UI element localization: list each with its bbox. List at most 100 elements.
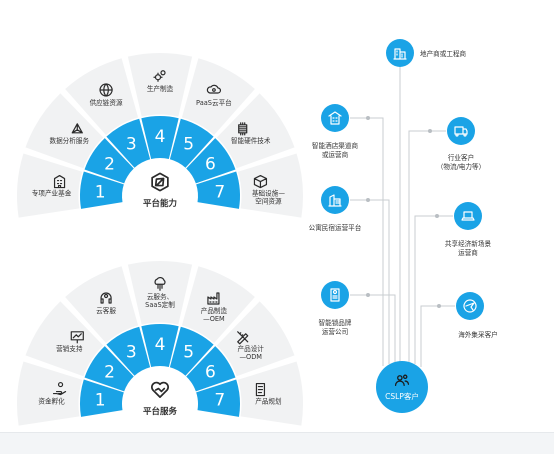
node-label: 公寓民宿运营平台 — [309, 223, 362, 232]
connector-line — [350, 199, 390, 364]
fan-outer-tile — [216, 93, 295, 169]
fan-outer-tile — [237, 153, 303, 218]
node-circle — [321, 281, 349, 309]
fan-inner-tile — [169, 118, 214, 168]
connector-dot — [366, 293, 370, 297]
chart-board-icon — [70, 331, 84, 344]
lock-icon — [330, 288, 340, 302]
connector-lines — [350, 67, 455, 375]
connector-line — [408, 130, 446, 362]
bottom-bar — [0, 432, 554, 454]
fan-inner-tile — [141, 324, 179, 368]
segment-number: 5 — [183, 134, 194, 154]
segment-label: 基础设施—空间资源 — [252, 189, 285, 206]
segment-number: 1 — [95, 183, 106, 203]
fan-inner-tile — [79, 171, 124, 209]
fan-segment: 7 基础设施—空间资源 — [196, 153, 303, 218]
checklist-icon — [255, 382, 266, 397]
customer-network: 地产商或工程商智能酒店渠道商或运营商公寓民宿运营平台智能锁品牌运营公司行业客户（… — [309, 39, 498, 413]
cslp-hub: CSLP客户 — [376, 361, 428, 413]
fan-outer-tile — [17, 361, 83, 426]
factory-icon — [207, 292, 220, 305]
hotel-icon — [328, 111, 342, 125]
fan-outer-tile — [216, 301, 295, 377]
segment-label: 专项产业基金 — [32, 189, 72, 198]
segment-label: 营销支持 — [56, 344, 83, 353]
node-label: 智能酒店渠道商或运营商 — [312, 141, 359, 159]
segment-label: 数据分析服务 — [49, 136, 89, 145]
connector-line — [350, 294, 396, 362]
users-icon — [394, 374, 410, 386]
fan-inner-tile — [169, 326, 214, 376]
fan-inner-tile — [141, 116, 179, 160]
segment-number: 6 — [205, 362, 216, 382]
customer-node-right3: 海外集采客户 — [456, 292, 498, 339]
segment-label: 云客服 — [96, 306, 116, 315]
fan-inner-tile — [84, 138, 134, 184]
hub-circle — [376, 361, 428, 413]
node-label: 共享经济新场景运营商 — [445, 239, 492, 257]
node-circle — [454, 202, 482, 230]
segment-number: 3 — [126, 134, 137, 154]
connector-line — [350, 117, 384, 366]
node-circle — [321, 104, 349, 132]
segment-label: 生产制造 — [147, 84, 174, 93]
fan-inner-tile — [80, 379, 124, 417]
segment-label: 智能硬件技术 — [231, 136, 271, 145]
fan-inner-tile — [196, 379, 240, 417]
fan-inner-tile — [84, 346, 134, 392]
hand-money-icon — [52, 381, 67, 396]
segment-number: 7 — [214, 183, 225, 203]
segment-label: 供应链资源 — [90, 98, 123, 107]
hub-label: CSLP客户 — [385, 391, 419, 401]
connector-dot — [435, 214, 439, 218]
fan-segment: 3 云客服 — [65, 266, 151, 376]
fan-outer-tile — [181, 58, 255, 136]
heart-handshake-icon — [151, 381, 169, 399]
node-label: 海外集采客户 — [458, 330, 498, 339]
fan-segment: 5 PaaS云平台 — [169, 58, 255, 168]
fan-inner-tile — [196, 171, 240, 209]
fan-segment: 2 数据分析服务 — [25, 93, 134, 184]
cloud-service-icon — [154, 277, 166, 291]
fan-segment: 6 智能硬件技术 — [186, 93, 295, 184]
truck-icon — [454, 126, 468, 137]
node-circle — [447, 117, 475, 145]
buildings-icon — [393, 48, 407, 60]
building-icon — [53, 174, 66, 189]
cube-icon — [253, 174, 268, 189]
segment-number: 3 — [126, 342, 137, 362]
segment-number: 4 — [155, 335, 166, 355]
fan-center-label: 平台服务 — [143, 406, 178, 417]
globe-icon — [99, 83, 113, 97]
fan-outer-tile — [65, 266, 139, 344]
node-circle — [456, 292, 484, 320]
connector-dot — [428, 129, 432, 133]
segment-number: 6 — [205, 154, 216, 174]
fan-center-label: 平台能力 — [143, 198, 177, 209]
segment-label: 产品制造—OEM — [201, 306, 228, 323]
segment-number: 5 — [183, 342, 194, 362]
connector-dot — [366, 198, 370, 202]
segment-label: PaaS云平台 — [196, 98, 232, 107]
apartment-icon — [328, 194, 342, 207]
segment-label: 产品规划 — [255, 397, 282, 406]
node-label: 地产商或工程商 — [420, 49, 467, 58]
laptop-icon — [461, 211, 475, 221]
connector-dot — [366, 116, 370, 120]
fan-segment: 5 产品制造—OEM — [169, 266, 255, 376]
customer-node-right1: 行业客户（物流/电力等） — [437, 117, 485, 171]
connector-line — [414, 215, 453, 364]
network-icon — [71, 123, 83, 134]
customer-node-left2: 公寓民宿运营平台 — [309, 186, 362, 232]
fan-inner-tile — [106, 118, 151, 168]
segment-number: 2 — [104, 154, 115, 174]
